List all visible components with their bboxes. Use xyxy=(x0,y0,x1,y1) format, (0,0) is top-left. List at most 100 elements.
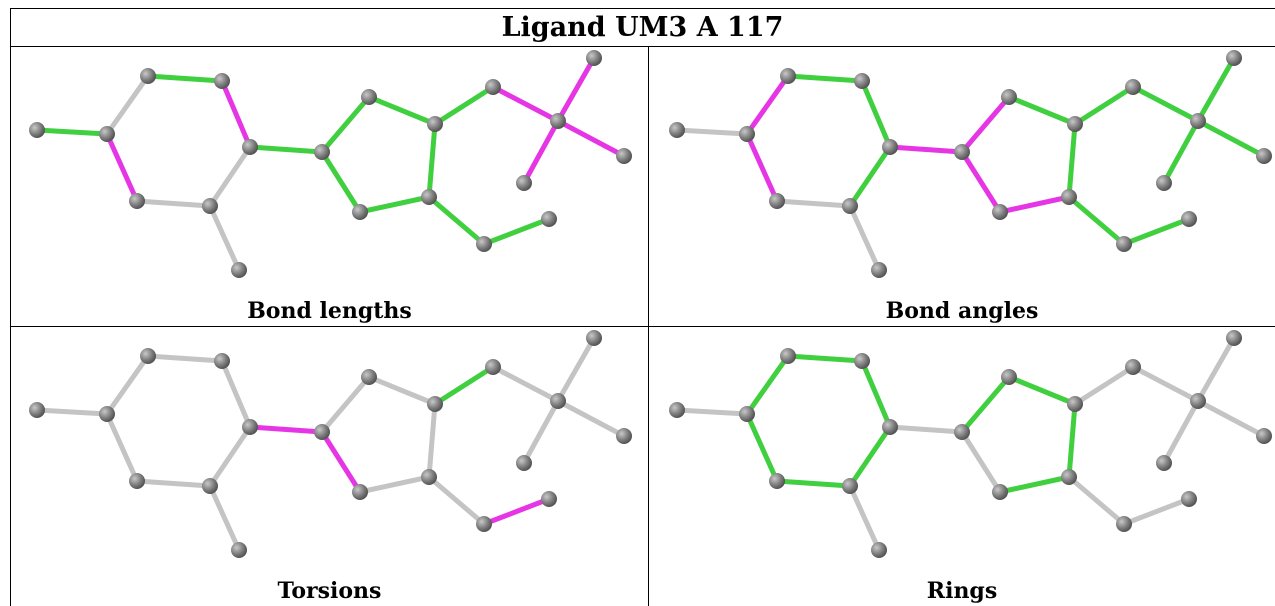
atom xyxy=(1116,236,1132,252)
atom xyxy=(421,469,437,485)
bond xyxy=(426,401,438,480)
bond xyxy=(1161,118,1201,186)
bond xyxy=(1066,401,1078,480)
atom xyxy=(586,330,602,346)
atom xyxy=(129,193,145,209)
atom xyxy=(1116,516,1132,532)
bond xyxy=(674,127,750,137)
bond xyxy=(1195,335,1237,404)
bond xyxy=(959,374,1012,435)
bond xyxy=(887,424,965,435)
bond xyxy=(219,358,253,430)
bond xyxy=(134,478,213,489)
atom xyxy=(1125,79,1141,95)
bond xyxy=(1121,216,1192,247)
bond xyxy=(555,118,627,159)
bond xyxy=(134,198,213,209)
atom xyxy=(140,348,156,364)
panel-bond-lengths: Bond lengths xyxy=(11,47,648,326)
atom xyxy=(1001,369,1017,385)
atom xyxy=(586,50,602,66)
bond xyxy=(145,73,225,84)
bond xyxy=(774,198,853,209)
bond xyxy=(432,84,496,127)
bond xyxy=(959,94,1012,155)
bond xyxy=(34,127,110,137)
bond xyxy=(959,429,1003,495)
atom xyxy=(769,193,785,209)
bond xyxy=(1130,84,1201,124)
bond xyxy=(1195,55,1237,124)
atom xyxy=(202,198,218,214)
bond xyxy=(744,131,780,204)
atom xyxy=(1156,175,1172,191)
bond xyxy=(481,216,552,247)
bond xyxy=(1066,474,1127,527)
atom xyxy=(842,198,858,214)
panel-torsions: Torsions xyxy=(11,327,648,606)
atom xyxy=(129,473,145,489)
caption-bond-lengths: Bond lengths xyxy=(247,298,412,324)
atom xyxy=(854,353,870,369)
atom xyxy=(739,126,755,142)
atom xyxy=(954,424,970,440)
bond xyxy=(366,94,438,127)
atom xyxy=(541,211,557,227)
bond xyxy=(774,478,853,489)
bond xyxy=(219,78,253,150)
atom xyxy=(1190,393,1206,409)
bond xyxy=(104,411,140,484)
atom xyxy=(352,204,368,220)
molecule-bond-lengths xyxy=(29,50,632,278)
atom xyxy=(476,236,492,252)
atom xyxy=(242,139,258,155)
atom xyxy=(1181,491,1197,507)
caption-rings: Rings xyxy=(926,578,998,604)
atom xyxy=(882,139,898,155)
bond xyxy=(997,474,1072,495)
atom xyxy=(421,189,437,205)
bond xyxy=(319,374,372,435)
atom xyxy=(361,369,377,385)
bond xyxy=(1161,398,1201,466)
bond xyxy=(432,364,496,407)
atom xyxy=(1256,428,1272,444)
bond xyxy=(357,474,432,495)
bond xyxy=(1121,496,1192,527)
atom xyxy=(1067,116,1083,132)
atom xyxy=(871,262,887,278)
bond xyxy=(357,194,432,215)
bond xyxy=(674,407,750,417)
column-divider xyxy=(648,46,649,606)
atom xyxy=(1256,148,1272,164)
bond xyxy=(207,424,253,489)
bond xyxy=(1195,118,1267,159)
bond xyxy=(319,429,363,495)
molecule-rings xyxy=(669,330,1272,558)
atom xyxy=(882,419,898,435)
bond xyxy=(997,194,1072,215)
bond xyxy=(959,149,1003,215)
bond xyxy=(426,474,487,527)
atom xyxy=(202,478,218,494)
atom xyxy=(314,424,330,440)
bond xyxy=(1006,374,1078,407)
bond xyxy=(247,144,325,155)
atom xyxy=(616,428,632,444)
bond xyxy=(744,411,780,484)
atom xyxy=(669,122,685,138)
bond xyxy=(555,398,627,439)
atom xyxy=(1001,89,1017,105)
atom xyxy=(1226,330,1242,346)
bond xyxy=(104,353,151,417)
panel-rings: Rings xyxy=(649,327,1275,606)
bond xyxy=(859,78,893,150)
atom xyxy=(954,144,970,160)
atom xyxy=(871,542,887,558)
bond xyxy=(366,374,438,407)
row-rule xyxy=(10,326,1275,327)
atom xyxy=(550,113,566,129)
bond xyxy=(1195,398,1267,439)
atom xyxy=(842,478,858,494)
atom xyxy=(242,419,258,435)
